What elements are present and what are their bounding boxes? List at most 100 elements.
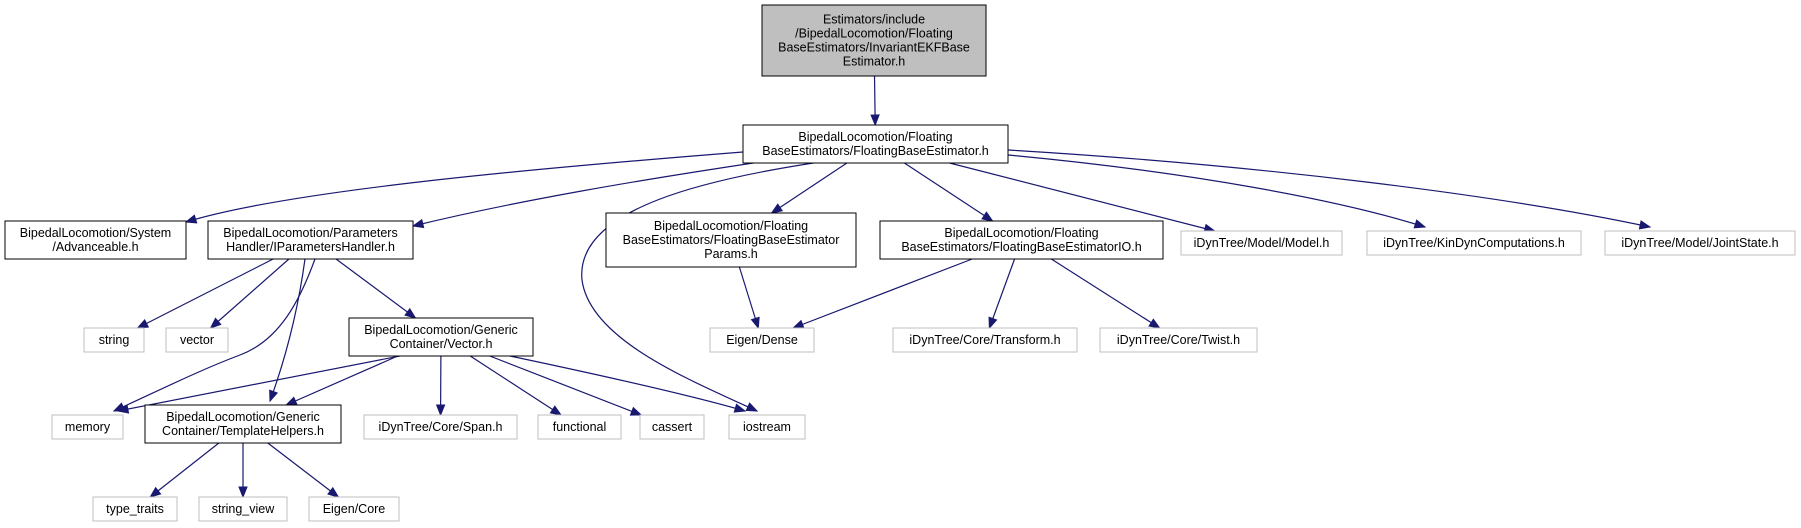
- arrowhead-fbe-to-fbep: [770, 203, 784, 214]
- node-label-iostream-line-0: iostream: [743, 420, 791, 434]
- node-label-gcv-line-1: Container/Vector.h: [390, 337, 493, 351]
- edge-iph-to-gcv: [335, 258, 416, 319]
- arrowhead-fbe-to-iph: [411, 218, 425, 229]
- edge-fbe-to-fbep: [771, 162, 848, 214]
- node-label-fbep-line-1: BaseEstimators/FloatingBaseEstimator: [623, 233, 840, 247]
- node-box-fbe: [742, 124, 1009, 164]
- node-box-eigdense: [709, 327, 815, 353]
- node-label-vectorstd-line-0: vector: [180, 333, 214, 347]
- node-cassert: cassert: [639, 414, 705, 440]
- node-box-gcv: [348, 317, 534, 357]
- node-gcv[interactable]: BipedalLocomotion/GenericContainer/Vecto…: [348, 317, 534, 357]
- arrowhead-iph-to-string: [136, 319, 150, 329]
- nodes-layer: Estimators/include/BipedalLocomotion/Flo…: [4, 4, 1796, 522]
- node-typetraits: type_traits: [92, 496, 178, 522]
- node-root[interactable]: Estimators/include/BipedalLocomotion/Flo…: [761, 4, 987, 77]
- node-box-eigcore: [308, 496, 400, 522]
- node-label-root-line-3: Estimator.h: [843, 55, 906, 69]
- node-fbeio[interactable]: BipedalLocomotion/FloatingBaseEstimators…: [879, 220, 1164, 260]
- node-label-twist-line-0: iDynTree/Core/Twist.h: [1117, 333, 1240, 347]
- arrowhead-iph-to-gct: [269, 389, 279, 403]
- edge-iph-to-vectorstd: [210, 258, 290, 329]
- node-twist: iDynTree/Core/Twist.h: [1099, 327, 1258, 353]
- arrowhead-fbe-to-js: [1638, 220, 1652, 230]
- node-label-typetraits-line-0: type_traits: [106, 502, 164, 516]
- node-label-string-line-0: string: [99, 333, 130, 347]
- node-iph[interactable]: BipedalLocomotion/ParametersHandler/IPar…: [207, 220, 414, 260]
- edge-fbe-to-fbeio: [904, 162, 993, 222]
- node-iostream: iostream: [728, 414, 806, 440]
- arrowhead-fbe-to-adv: [184, 214, 198, 224]
- edge-gct-to-typetraits: [149, 442, 220, 498]
- arrowhead-gcv-to-functional: [549, 405, 563, 416]
- edge-iph-to-string: [137, 258, 274, 329]
- node-label-fbe-line-1: BaseEstimators/FloatingBaseEstimator.h: [762, 144, 989, 158]
- node-label-root-line-2: BaseEstimators/InvariantEKFBase: [778, 41, 970, 55]
- node-label-gct-line-1: Container/TemplateHelpers.h: [162, 424, 324, 438]
- edge-fbeio-to-twist: [1051, 258, 1160, 329]
- arrowhead-gct-to-eigcore: [327, 486, 340, 498]
- node-label-fbeio-line-0: BipedalLocomotion/Floating: [944, 226, 1098, 240]
- arrowhead-iph-to-gcv: [404, 307, 417, 319]
- node-box-model: [1180, 230, 1343, 256]
- node-model: iDynTree/Model/Model.h: [1180, 230, 1343, 256]
- node-label-memory-line-0: memory: [65, 420, 111, 434]
- node-label-eigcore-line-0: Eigen/Core: [323, 502, 386, 516]
- node-transform: iDynTree/Core/Transform.h: [892, 327, 1078, 353]
- node-label-fbep-line-2: Params.h: [704, 247, 758, 261]
- node-label-iph-line-0: BipedalLocomotion/Parameters: [223, 226, 397, 240]
- node-box-transform: [892, 327, 1078, 353]
- node-box-vectorstd: [165, 327, 229, 353]
- arrowhead-gcv-to-memory: [116, 404, 130, 414]
- node-label-root-line-1: /BipedalLocomotion/Floating: [795, 27, 953, 41]
- node-gct[interactable]: BipedalLocomotion/GenericContainer/Templ…: [144, 404, 342, 444]
- node-label-adv-line-0: BipedalLocomotion/System: [20, 226, 171, 240]
- node-box-string: [83, 327, 145, 353]
- arrowhead-root-to-fbe: [870, 114, 880, 127]
- node-eigcore: Eigen/Core: [308, 496, 400, 522]
- edge-gcv-to-iostream: [509, 355, 746, 412]
- node-js: iDynTree/Model/JointState.h: [1604, 230, 1796, 256]
- edge-iph-to-gct: [269, 258, 306, 402]
- node-label-fbeio-line-1: BaseEstimators/FloatingBaseEstimatorIO.h: [901, 240, 1141, 254]
- node-fbep[interactable]: BipedalLocomotion/FloatingBaseEstimators…: [605, 212, 857, 268]
- edge-gcv-to-gct: [285, 355, 399, 406]
- edge-fbe-to-js: [1007, 149, 1651, 228]
- edge-fbeio-to-eigdense: [792, 258, 973, 329]
- node-span: iDynTree/Core/Span.h: [363, 414, 518, 440]
- node-label-functional-line-0: functional: [553, 420, 607, 434]
- node-label-iph-line-1: Handler/IParametersHandler.h: [226, 240, 395, 254]
- node-label-gct-line-0: BipedalLocomotion/Generic: [166, 410, 320, 424]
- arrowhead-fbe-to-iostream: [745, 402, 759, 412]
- node-adv[interactable]: BipedalLocomotion/System/Advanceable.h: [4, 220, 187, 260]
- edge-gcv-to-cassert: [489, 355, 642, 416]
- node-box-adv: [4, 220, 187, 260]
- node-eigdense: Eigen/Dense: [709, 327, 815, 353]
- node-box-memory: [51, 414, 124, 440]
- edge-fbe-to-kdc: [1007, 154, 1426, 228]
- node-box-iph: [207, 220, 414, 260]
- node-label-gcv-line-0: BipedalLocomotion/Generic: [364, 323, 518, 337]
- node-label-stringview-line-0: string_view: [212, 502, 275, 516]
- node-label-model-line-0: iDynTree/Model/Model.h: [1194, 236, 1330, 250]
- node-box-gct: [144, 404, 342, 444]
- edge-gct-to-eigcore: [267, 442, 339, 498]
- node-label-span-line-0: iDynTree/Core/Span.h: [379, 420, 503, 434]
- node-box-js: [1604, 230, 1796, 256]
- node-fbe[interactable]: BipedalLocomotion/FloatingBaseEstimators…: [742, 124, 1009, 164]
- node-box-iostream: [728, 414, 806, 440]
- node-box-twist: [1099, 327, 1258, 353]
- node-box-functional: [537, 414, 622, 440]
- node-vectorstd: vector: [165, 327, 229, 353]
- node-box-typetraits: [92, 496, 178, 522]
- arrowhead-fbeio-to-twist: [1148, 318, 1161, 329]
- edge-fbe-to-adv: [185, 151, 744, 223]
- edge-gcv-to-functional: [469, 355, 562, 416]
- edge-gcv-to-memory: [117, 355, 401, 412]
- node-box-fbep: [605, 212, 857, 268]
- node-label-fbep-line-0: BipedalLocomotion/Floating: [654, 219, 808, 233]
- arrowhead-gcv-to-span: [435, 404, 446, 417]
- arrowhead-gcv-to-gct: [285, 396, 298, 406]
- node-label-cassert-line-0: cassert: [652, 420, 693, 434]
